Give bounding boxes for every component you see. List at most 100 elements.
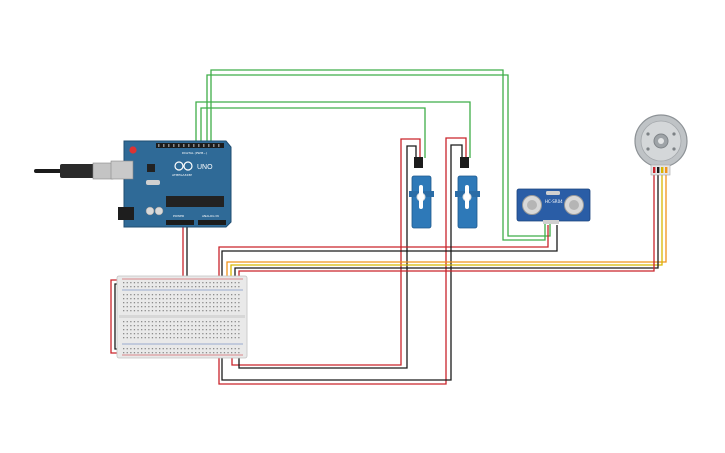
breadboard-hole: [137, 286, 139, 288]
breadboard-hole: [123, 352, 125, 354]
servo-icon[interactable]: [455, 157, 480, 229]
wire-red-servo2[interactable]: [218, 137, 549, 385]
breadboard-hole: [198, 329, 200, 331]
wire-green-trig[interactable]: [210, 69, 546, 241]
breadboard-hole: [220, 298, 222, 300]
breadboard-hole: [213, 282, 215, 284]
breadboard-hole: [177, 310, 179, 312]
breadboard-hole: [209, 298, 211, 300]
breadboard-hole: [202, 286, 204, 288]
breadboard-hole: [205, 352, 208, 354]
wire-green-servo1[interactable]: [195, 101, 471, 158]
breadboard-hole: [159, 282, 161, 284]
breadboard-hole: [223, 321, 226, 323]
breadboard-hole: [223, 294, 226, 296]
breadboard-hole: [141, 325, 143, 327]
breadboard-hole: [162, 294, 164, 296]
breadboard-hole: [123, 337, 125, 339]
breadboard-hole: [223, 306, 226, 308]
capacitor: [145, 206, 155, 216]
breadboard-hole: [195, 294, 197, 296]
breadboard-hole: [137, 302, 139, 304]
breadboard-hole: [191, 325, 193, 327]
breadboard-hole: [155, 333, 157, 335]
breadboard-hole: [195, 337, 197, 339]
breadboard-hole: [187, 286, 190, 288]
breadboard-hole: [227, 321, 229, 323]
breadboard-hole: [130, 325, 132, 327]
digital-header-label: DIGITAL (PWM~): [182, 151, 207, 155]
breadboard-hole: [130, 306, 132, 308]
breadboard-hole: [144, 333, 146, 335]
analog-header: [198, 220, 226, 225]
breadboard-hole: [209, 286, 211, 288]
breadboard-hole: [195, 302, 197, 304]
breadboard-hole: [166, 306, 168, 308]
breadboard[interactable]: [116, 275, 248, 359]
arduino-uno-board[interactable]: UNO ATMEGA328P DIGITAL (PWM~) POWER ANAL…: [110, 140, 232, 228]
motor-connector: [650, 164, 671, 176]
breadboard-hole: [216, 333, 218, 335]
usb-cable-icon: [34, 162, 114, 180]
breadboard-hole: [137, 352, 139, 354]
breadboard-hole: [148, 321, 150, 323]
breadboard-hole: [180, 352, 182, 354]
breadboard-hole: [227, 333, 229, 335]
breadboard-hole: [123, 333, 125, 335]
wire-black-motor[interactable]: [234, 175, 659, 283]
ultrasonic-sensor-icon[interactable]: HC-SR04: [516, 188, 591, 224]
breadboard-hole: [238, 352, 240, 354]
wire-red-servo1[interactable]: [231, 138, 421, 366]
breadboard-hole: [169, 306, 172, 308]
breadboard-hole: [205, 333, 208, 335]
breadboard-hole: [187, 329, 190, 331]
breadboard-hole: [202, 321, 204, 323]
breadboard-hole: [234, 294, 236, 296]
breadboard-hole: [216, 310, 218, 312]
breadboard-hole: [234, 321, 236, 323]
breadboard-hole: [162, 286, 164, 288]
wire-yellow-motor[interactable]: [230, 175, 663, 283]
breadboard-hole: [213, 286, 215, 288]
breadboard-hole: [159, 294, 161, 296]
breadboard-hole: [205, 321, 208, 323]
breadboard-holes: [123, 282, 240, 354]
breadboard-hole: [151, 321, 154, 323]
wire-orange-motor[interactable]: [226, 175, 667, 283]
breadboard-hole: [198, 352, 200, 354]
breadboard-hole: [148, 348, 150, 350]
breadboard-hole: [227, 302, 229, 304]
breadboard-hole: [173, 325, 175, 327]
wire-black-servo1[interactable]: [238, 145, 417, 369]
atmega-chip: [166, 196, 224, 207]
breadboard-hole: [231, 298, 233, 300]
breadboard-hole: [227, 337, 229, 339]
breadboard-hole: [126, 325, 128, 327]
breadboard-hole: [216, 348, 218, 350]
breadboard-hole: [123, 348, 125, 350]
breadboard-hole: [231, 325, 233, 327]
motor-encoder-icon[interactable]: [634, 114, 688, 176]
breadboard-hole: [202, 329, 204, 331]
breadboard-hole: [195, 348, 197, 350]
breadboard-hole: [231, 294, 233, 296]
wire-green-echo[interactable]: [206, 74, 551, 237]
breadboard-hole: [227, 298, 229, 300]
reset-button[interactable]: [129, 146, 137, 154]
breadboard-hole: [198, 306, 200, 308]
breadboard-hole: [205, 294, 208, 296]
breadboard-hole: [213, 321, 215, 323]
breadboard-hole: [220, 321, 222, 323]
breadboard-hole: [169, 321, 172, 323]
breadboard-hole: [166, 310, 168, 312]
board-model-text: ATMEGA328P: [172, 173, 192, 177]
breadboard-hole: [180, 333, 182, 335]
sensor-pins: [543, 220, 559, 224]
wire-green-servo2[interactable]: [200, 107, 426, 158]
breadboard-hole: [159, 321, 161, 323]
breadboard-hole: [213, 298, 215, 300]
breadboard-hole: [166, 325, 168, 327]
wire-black-servo2[interactable]: [221, 144, 558, 381]
breadboard-hole: [144, 302, 146, 304]
servo-icon[interactable]: [409, 157, 434, 229]
